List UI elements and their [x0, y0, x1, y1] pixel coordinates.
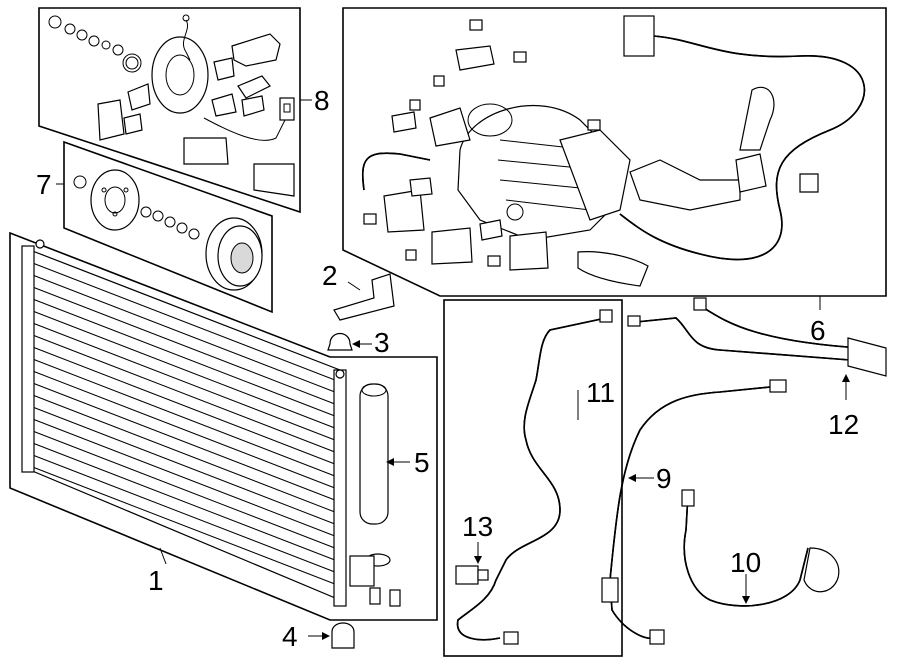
shim-rings-icon [73, 175, 200, 240]
receiver-drier-icon [349, 383, 401, 607]
callout-3: 3 [374, 327, 390, 358]
callout-5: 5 [414, 447, 430, 478]
group-7-clutch-assembly [63, 140, 273, 314]
group-6-compressor-assembly [342, 7, 887, 297]
callout-10: 10 [730, 547, 761, 578]
pressure-switch-13-icon [455, 565, 489, 585]
callout-11: 11 [586, 377, 615, 408]
group-11-liquid-line [443, 299, 623, 657]
pulley-icon [205, 217, 263, 291]
mounting-brackets-icon [383, 45, 819, 287]
seal-rings-icon [48, 15, 142, 73]
compressor-icon [457, 103, 631, 241]
wire-harness-icon [619, 15, 866, 261]
field-coil-icon [151, 14, 287, 141]
callout-4: 4 [282, 621, 298, 652]
bracket-icon [97, 33, 295, 197]
liquid-line-icon [456, 309, 613, 645]
cap-3-icon [327, 332, 353, 351]
connector-icon [279, 97, 295, 121]
pulley-plate-icon [90, 169, 140, 231]
callout-2: 2 [322, 260, 338, 291]
callout-13: 13 [462, 511, 493, 542]
suction-line-12-icon [627, 297, 887, 377]
group-8-clutch-parts [38, 7, 301, 214]
hose-10-icon [681, 489, 840, 607]
callout-1: 1 [148, 565, 164, 596]
hose-clip-icon [361, 152, 431, 191]
callout-9: 9 [656, 463, 672, 494]
callout-7: 7 [36, 169, 52, 200]
discharge-hose-9-icon [601, 379, 787, 645]
bolts-icon [363, 19, 601, 267]
callout-8: 8 [314, 85, 330, 116]
grommet-4-icon [331, 622, 355, 649]
callout-12: 12 [828, 409, 859, 440]
condenser-icon [21, 239, 347, 607]
bracket-2-icon [333, 273, 395, 321]
callout-6: 6 [810, 315, 826, 346]
group-1-condenser [9, 231, 438, 621]
